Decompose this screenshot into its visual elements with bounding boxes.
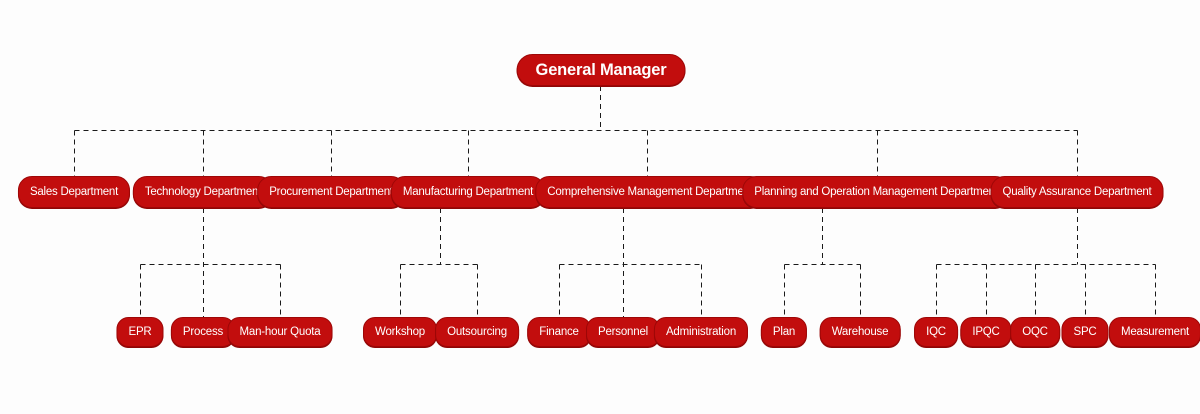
connector-dept-drops <box>74 130 1078 176</box>
connector-planning-branch <box>784 208 861 317</box>
node-epr: EPR <box>116 317 164 347</box>
node-manufacturing-department: Manufacturing Department <box>390 176 546 208</box>
connector-technology-branch <box>140 208 281 317</box>
node-process: Process <box>170 317 236 347</box>
node-administration: Administration <box>653 317 749 347</box>
node-plan: Plan <box>760 317 808 347</box>
node-measurement: Measurement <box>1108 317 1200 347</box>
node-sales-department: Sales Department <box>17 176 131 208</box>
node-man-hour-quota: Man-hour Quota <box>227 317 333 347</box>
node-comprehensive-management-department: Comprehensive Management Department <box>535 176 765 208</box>
node-outsourcing: Outsourcing <box>435 317 519 347</box>
node-general-manager: General Manager <box>516 54 686 86</box>
node-warehouse: Warehouse <box>819 317 901 347</box>
node-personnel: Personnel <box>586 317 660 347</box>
connector-quality-branch <box>936 208 1156 317</box>
node-quality-assurance-department: Quality Assurance Department <box>990 176 1164 208</box>
node-planning-operation-management-department: Planning and Operation Management Depart… <box>742 176 1010 208</box>
connector-manufacturing-branch <box>400 208 478 317</box>
node-ipqc: IPQC <box>960 317 1012 347</box>
node-technology-department: Technology Department <box>132 176 274 208</box>
node-workshop: Workshop <box>363 317 437 347</box>
node-oqc: OQC <box>1010 317 1060 347</box>
node-spc: SPC <box>1061 317 1109 347</box>
connector-comprehensive-branch <box>559 208 702 317</box>
node-finance: Finance <box>527 317 591 347</box>
node-iqc: IQC <box>914 317 958 347</box>
node-procurement-department: Procurement Department <box>257 176 405 208</box>
